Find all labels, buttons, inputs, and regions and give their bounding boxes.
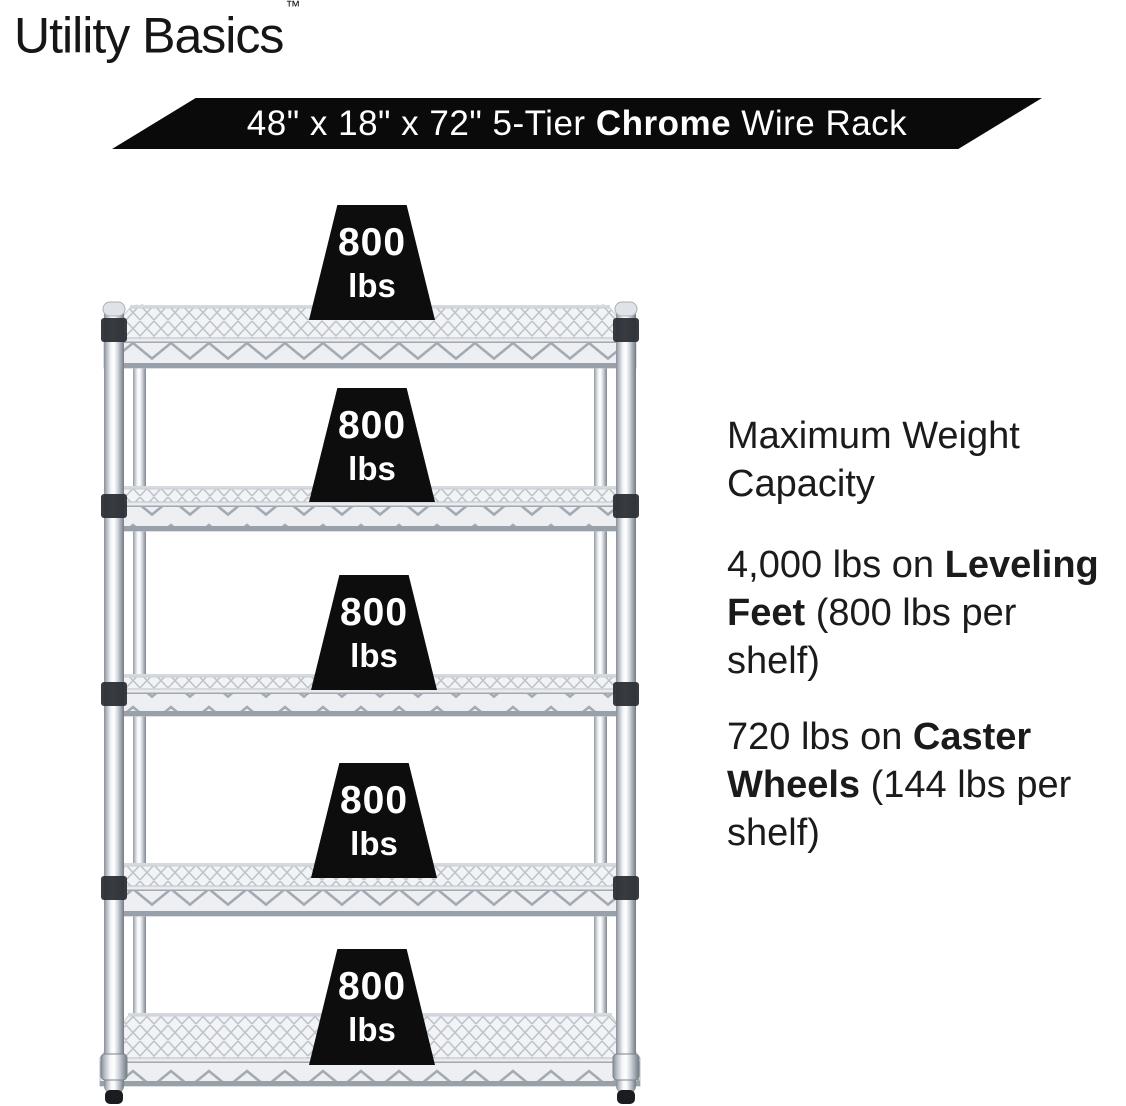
post-collars: [101, 318, 639, 900]
weight-value: 800: [337, 404, 407, 447]
spec-heading-line1: Maximum Weight: [727, 415, 1020, 457]
foot-tip: [617, 1090, 635, 1104]
caster-bold-2: Wheels: [727, 764, 861, 806]
weight-unit: lbs: [350, 637, 398, 674]
caster-bold: Caster: [912, 716, 1032, 758]
weight-unit: lbs: [348, 1011, 396, 1048]
weight-unit: lbs: [348, 267, 396, 304]
post-cap: [614, 301, 638, 317]
post-cap: [102, 301, 126, 317]
brand-name: Utility Basics: [14, 7, 284, 64]
spec-leveling-feet: 4,000 lbs on Leveling Feet (800 lbs per …: [727, 541, 1126, 685]
leveling-bold-2: Feet: [727, 592, 806, 634]
weight-value: 800: [339, 591, 409, 634]
rack-shelf-3: [106, 674, 634, 717]
caster-text: 720 lbs on: [727, 716, 913, 758]
leveling-text-3: shelf): [727, 640, 820, 682]
leveling-bold: Leveling: [944, 544, 1099, 586]
caster-text-3: shelf): [727, 812, 820, 854]
leveling-text-2: (800 lbs per: [805, 592, 1017, 634]
spec-text-block: Maximum Weight Capacity 4,000 lbs on Lev…: [727, 412, 1126, 885]
banner-size-text: 48" x 18" x 72" 5-Tier: [246, 103, 596, 143]
weight-value: 800: [339, 779, 409, 822]
brand-logo: Utility Basics™: [14, 0, 301, 67]
weight-unit: lbs: [348, 450, 396, 487]
banner-highlight-text: Chrome: [595, 103, 732, 143]
title-banner: 48" x 18" x 72" 5-Tier Chrome Wire Rack: [112, 98, 1042, 149]
leveling-feet: [100, 1053, 640, 1104]
rack-shelf-4: [104, 863, 636, 917]
weight-unit: lbs: [350, 825, 398, 862]
spec-caster-wheels: 720 lbs on Caster Wheels (144 lbs per sh…: [727, 713, 1126, 857]
weight-value: 800: [337, 965, 407, 1008]
spec-heading: Maximum Weight Capacity: [727, 412, 1126, 508]
trademark-symbol: ™: [285, 0, 301, 15]
foot-tip: [105, 1090, 123, 1104]
weight-value: 800: [337, 221, 407, 264]
spec-heading-line2: Capacity: [727, 463, 875, 505]
banner-suffix-text: Wire Rack: [731, 103, 908, 143]
caster-text-2: (144 lbs per: [860, 764, 1072, 806]
leveling-text: 4,000 lbs on: [727, 544, 945, 586]
